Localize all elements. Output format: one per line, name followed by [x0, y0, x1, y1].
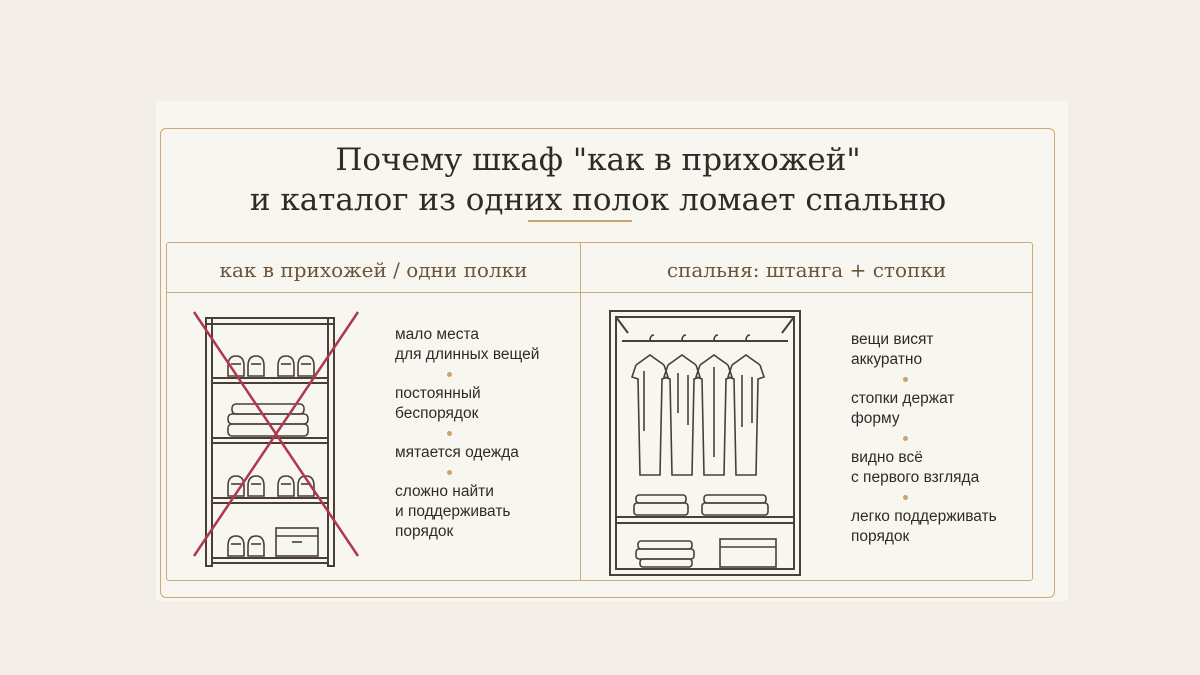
infographic-card — [156, 101, 1068, 601]
bullet-dot — [903, 436, 908, 441]
note-line: сложно найти — [395, 483, 494, 500]
note-line: и поддерживать — [395, 503, 511, 520]
wardrobe-illustration — [609, 310, 801, 576]
card-frame — [160, 128, 1055, 598]
shelf-rack-illustration — [192, 311, 360, 567]
note-line: аккуратно — [851, 351, 923, 368]
column-divider — [580, 243, 581, 580]
note-line: с первого взгляда — [851, 469, 980, 486]
note-item: мало места для длинных вещей — [395, 325, 539, 365]
right-column-heading: спальня: штанга + стопки — [666, 258, 947, 282]
bullet-dot — [447, 372, 452, 377]
note-item: мятается одежда — [395, 443, 539, 463]
bullet-dot — [447, 431, 452, 436]
note-item: вещи висят аккуратно — [851, 330, 997, 370]
header-divider — [167, 292, 1032, 293]
note-line: легко поддерживать — [851, 508, 997, 525]
right-notes: вещи висят аккуратно стопки держат форму… — [851, 330, 997, 547]
comparison-panel — [166, 242, 1033, 581]
note-line: для длинных вещей — [395, 346, 540, 363]
note-line: мятается одежда — [395, 444, 519, 461]
note-item: постоянный беспорядок — [395, 384, 539, 424]
bullet-dot — [903, 495, 908, 500]
note-line: беспорядок — [395, 405, 479, 422]
note-item: видно всё с первого взгляда — [851, 448, 997, 488]
page-title: Почему шкаф "как в прихожей" и каталог и… — [156, 140, 1040, 220]
note-line: видно всё — [851, 449, 923, 466]
note-line: стопки держат — [851, 390, 955, 407]
left-column-heading: как в прихожей / одни полки — [219, 258, 528, 282]
note-item: сложно найти и поддерживать порядок — [395, 482, 539, 542]
note-line: форму — [851, 410, 900, 427]
note-item: легко поддерживать порядок — [851, 507, 997, 547]
title-line-2: и каталог из одних полок ломает спальню — [249, 182, 947, 218]
title-line-1: Почему шкаф "как в прихожей" — [335, 142, 861, 178]
note-line: порядок — [395, 523, 454, 540]
note-line: порядок — [851, 528, 910, 545]
red-cross-mark — [192, 311, 360, 557]
note-line: мало места — [395, 326, 479, 343]
note-line: постоянный — [395, 385, 481, 402]
note-item: стопки держат форму — [851, 389, 997, 429]
bullet-dot — [903, 377, 908, 382]
note-line: вещи висят — [851, 331, 934, 348]
title-underline — [528, 220, 632, 222]
left-notes: мало места для длинных вещей постоянный … — [395, 325, 539, 542]
bullet-dot — [447, 470, 452, 475]
